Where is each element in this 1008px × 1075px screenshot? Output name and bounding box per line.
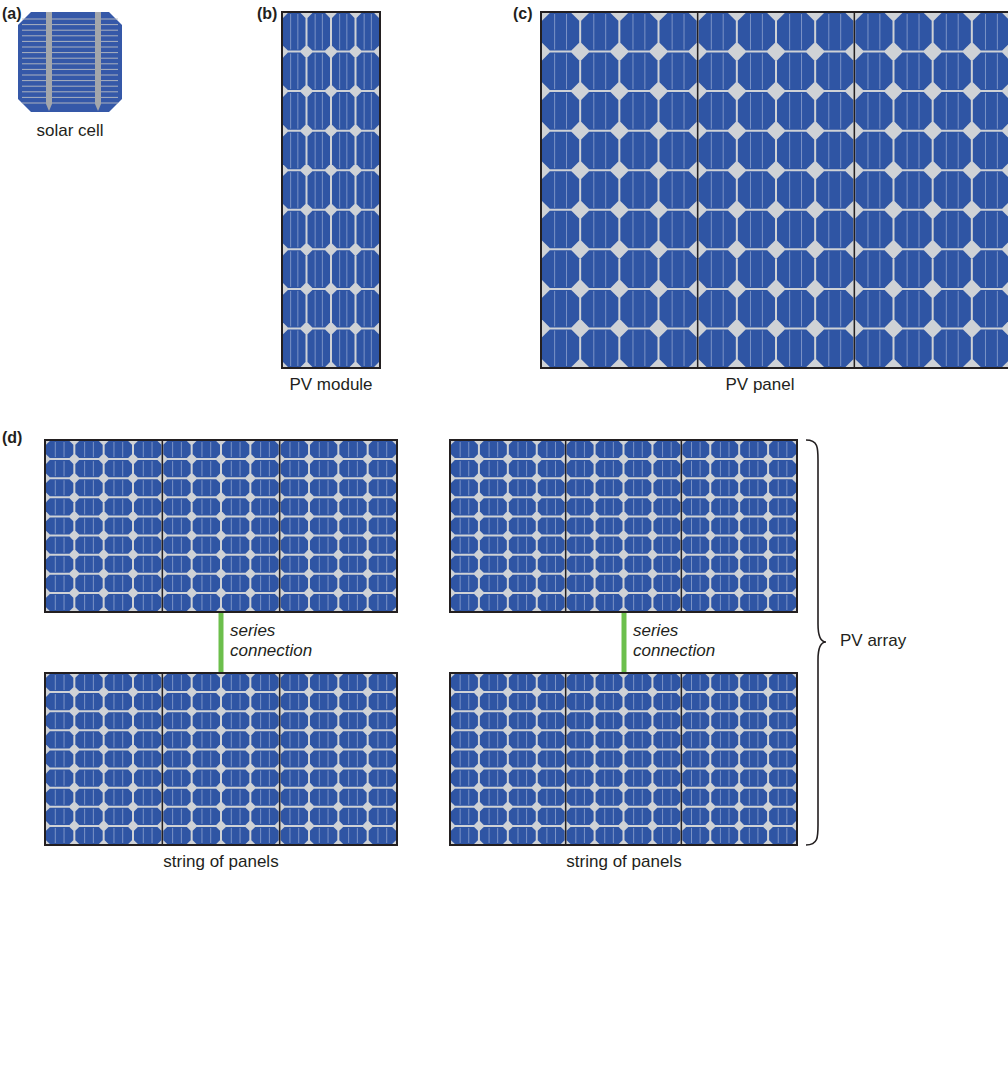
figure-caption: string of panels [566,852,681,872]
figure-caption: solar cell [36,121,103,141]
series-connection-wire [622,613,627,672]
panel-letter: (a) [2,4,22,23]
pv-panel-figure [541,12,1008,368]
pv-panel-figure [450,673,797,845]
panel-letter: (c) [513,4,533,23]
figure-caption: string of panels [163,852,278,872]
series-connection-wire [219,613,224,672]
connection-label: series connection [633,621,745,662]
pv-panel-figure [45,673,397,845]
solar-cell-figure [18,12,122,112]
panel-letter: (b) [257,4,277,23]
connection-label: series connection [230,621,342,662]
pv-panel-figure [45,440,397,612]
figure-caption: PV panel [726,375,795,395]
panel-letter: (d) [2,428,22,447]
figure-caption: PV module [289,375,372,395]
array-label: PV array [840,631,906,651]
pv-module-figure [282,12,380,368]
pv-panel-figure [450,440,797,612]
array-brace [806,440,826,845]
